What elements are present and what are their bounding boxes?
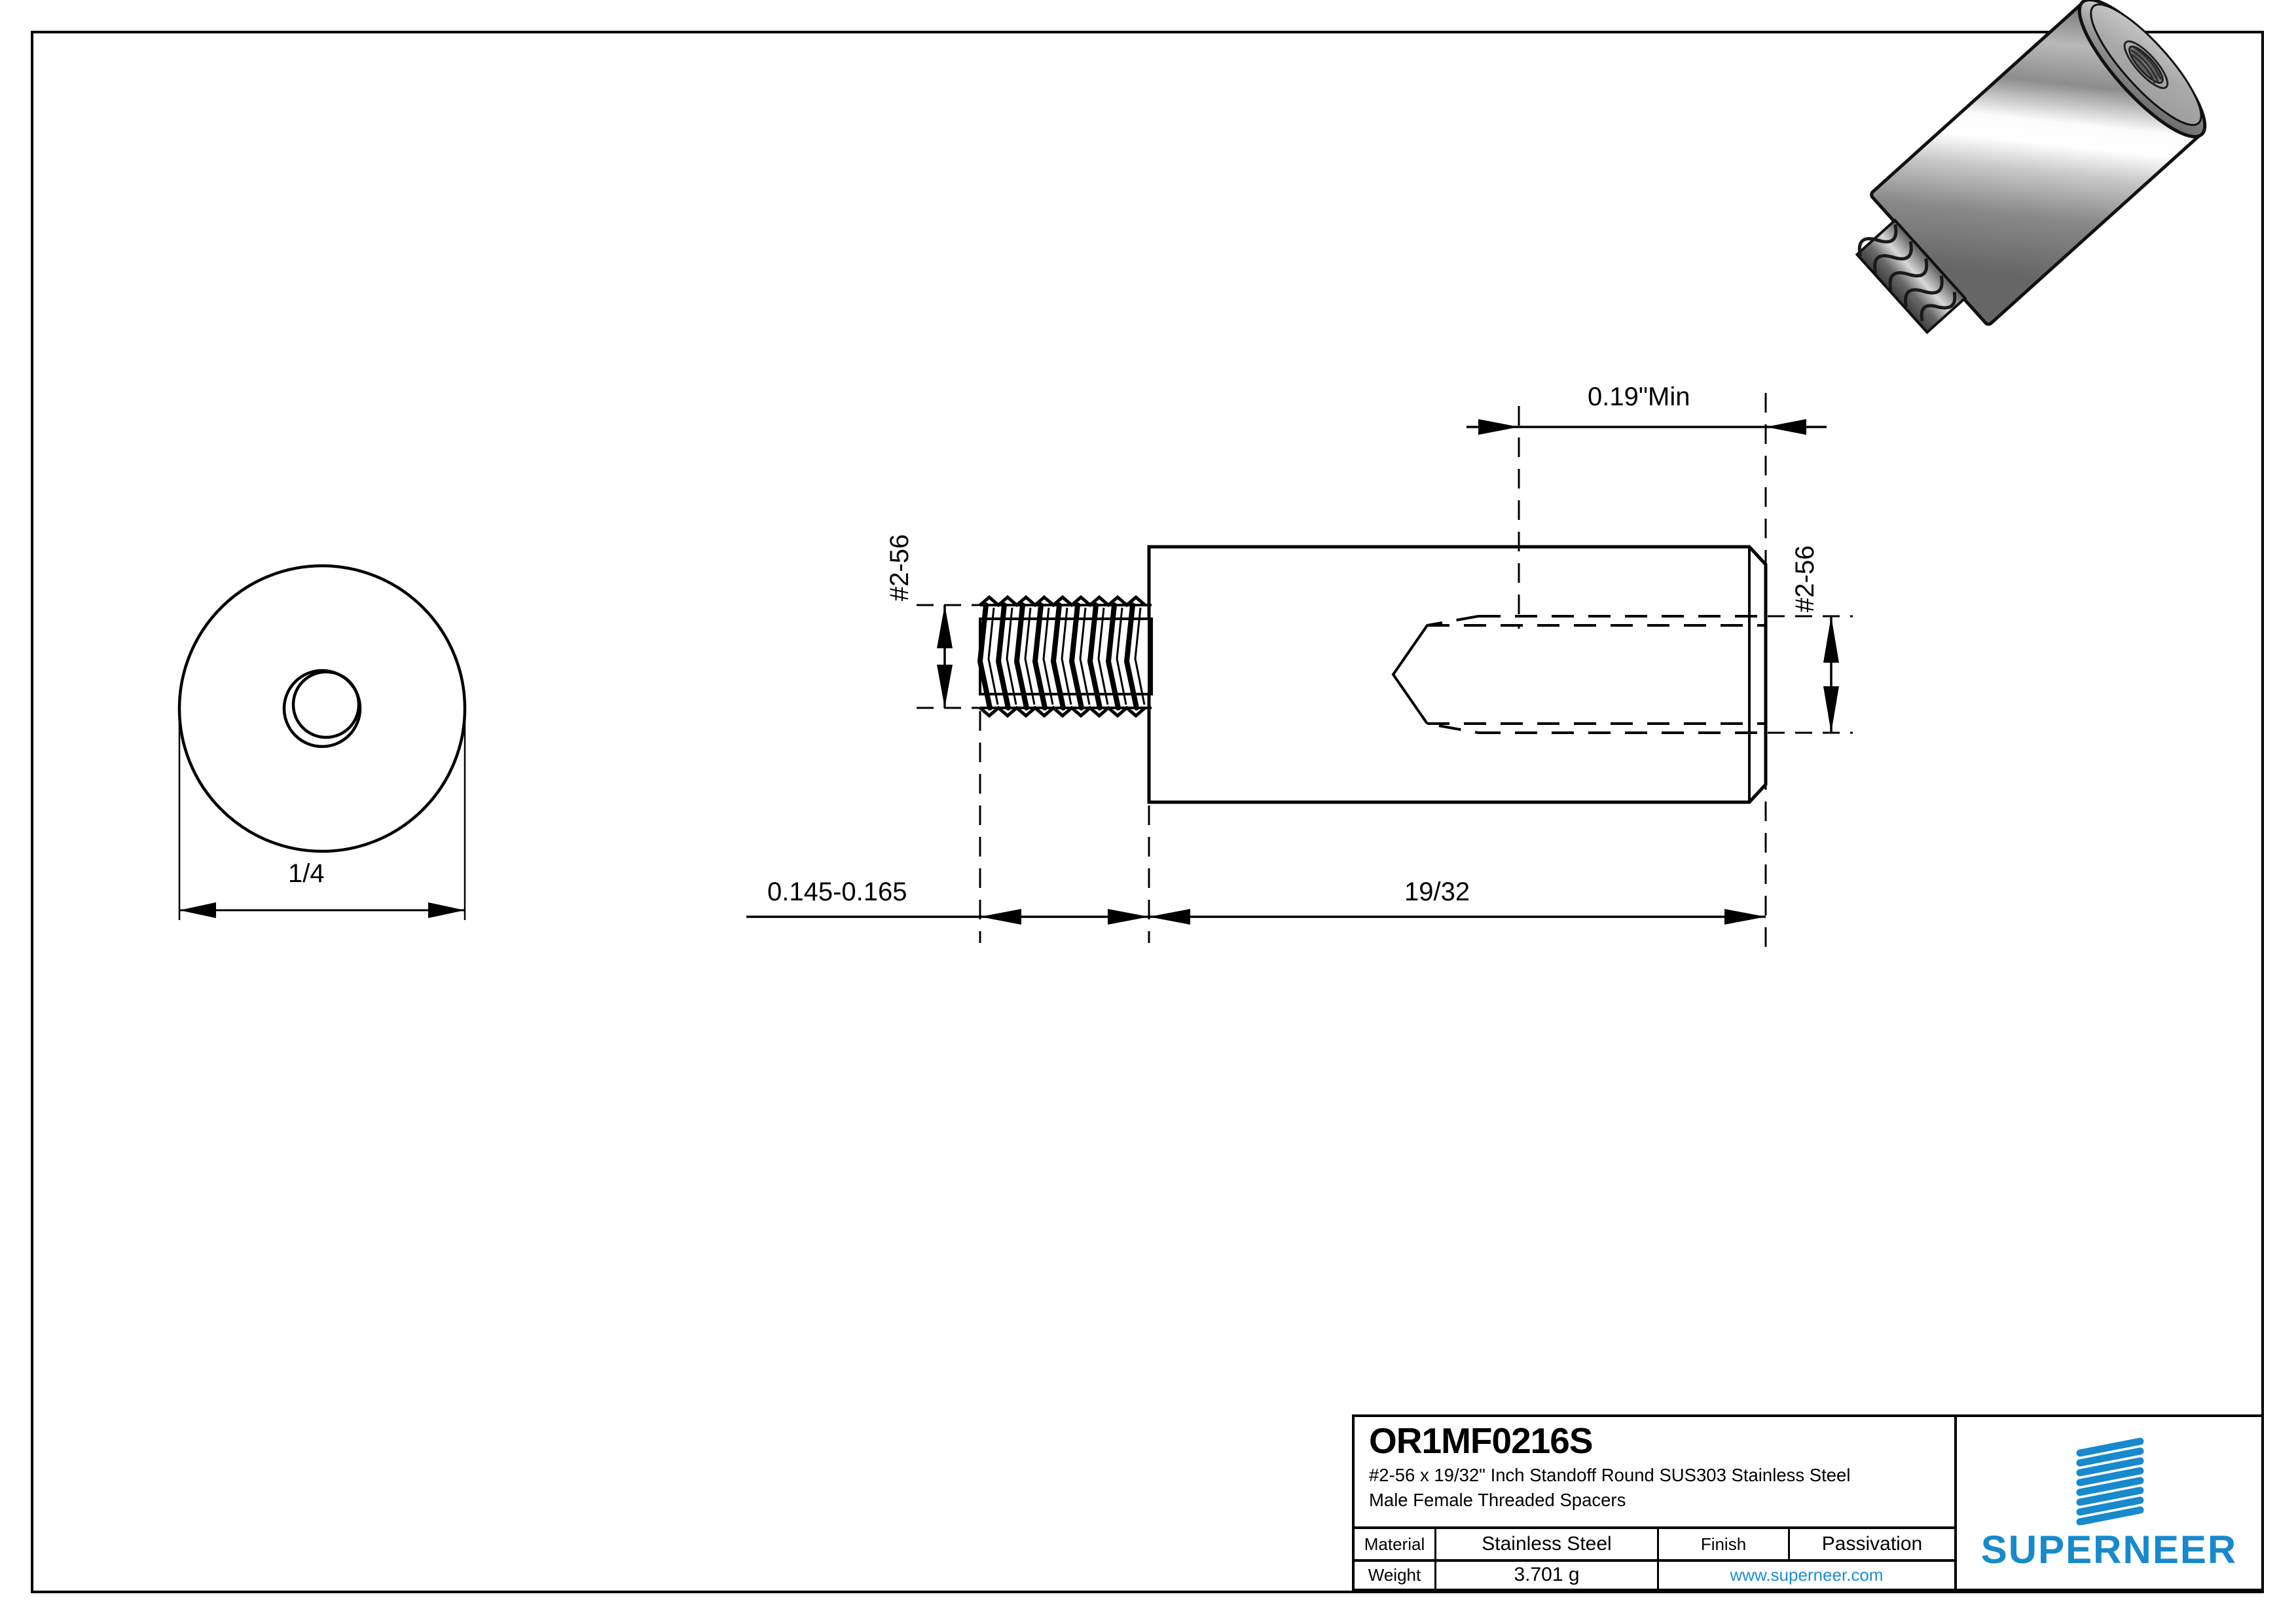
dim-label-diameter: 1/4 xyxy=(288,859,325,888)
brand-cell: SUPERNEER xyxy=(1957,1417,2261,1589)
dim-label-0-19-min: 0.19"Min xyxy=(1588,382,1690,411)
material-label: Material xyxy=(1355,1529,1436,1559)
brand-wordmark: SUPERNEER xyxy=(1980,1528,2238,1572)
part-description-line2: Male Female Threaded Spacers xyxy=(1369,1489,1626,1510)
drawing-frame-border xyxy=(31,31,2264,1593)
title-block: OR1MF0216S #2-56 x 19/32" Inch Standoff … xyxy=(1352,1414,2264,1591)
weight-website-row: Weight 3.701 g www.superneer.com xyxy=(1355,1561,1954,1589)
weight-label: Weight xyxy=(1355,1561,1436,1589)
part-description-line1: #2-56 x 19/32" Inch Standoff Round SUS30… xyxy=(1369,1464,1851,1485)
dim-label-thread-left: #2-56 xyxy=(885,534,914,601)
dim-label-thread-right: #2-56 xyxy=(1791,545,1819,612)
weight-value: 3.701 g xyxy=(1436,1561,1659,1589)
part-number: OR1MF0216S xyxy=(1369,1420,1594,1461)
dim-label-body-length: 19/32 xyxy=(1404,877,1470,906)
material-value: Stainless Steel xyxy=(1436,1529,1659,1559)
title-block-left: OR1MF0216S #2-56 x 19/32" Inch Standoff … xyxy=(1355,1417,1957,1589)
superneer-logo-icon xyxy=(2054,1433,2165,1525)
material-finish-row: Material Stainless Steel Finish Passivat… xyxy=(1355,1529,1954,1562)
finish-label: Finish xyxy=(1659,1529,1790,1559)
title-block-header: OR1MF0216S #2-56 x 19/32" Inch Standoff … xyxy=(1355,1417,1954,1530)
finish-value: Passivation xyxy=(1821,1533,1923,1555)
website-link[interactable]: www.superneer.com xyxy=(1730,1564,1884,1585)
dim-label-thread-length: 0.145-0.165 xyxy=(767,877,907,906)
